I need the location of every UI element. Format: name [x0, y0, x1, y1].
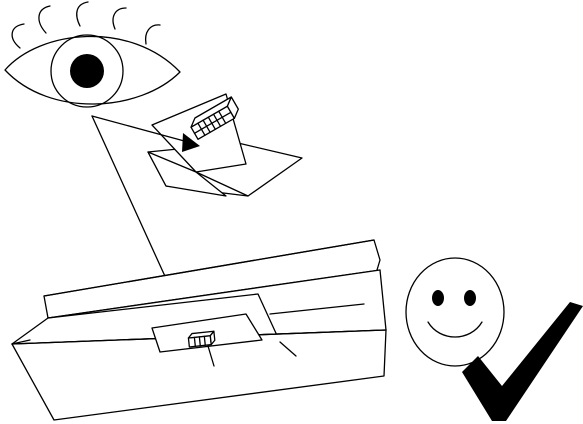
checkmark-icon	[462, 302, 583, 421]
sight-line-folder	[91, 115, 189, 143]
pupil	[70, 54, 104, 88]
arrow-head-folder	[182, 133, 200, 152]
scanner-icon	[190, 96, 239, 140]
eyelashes	[11, 1, 161, 49]
eye-icon	[4, 1, 181, 108]
box-scanner-icon	[187, 330, 216, 348]
eye-outline	[4, 35, 181, 105]
smiley-icon	[405, 257, 505, 367]
iris	[50, 34, 124, 108]
open-box-icon	[11, 239, 387, 421]
